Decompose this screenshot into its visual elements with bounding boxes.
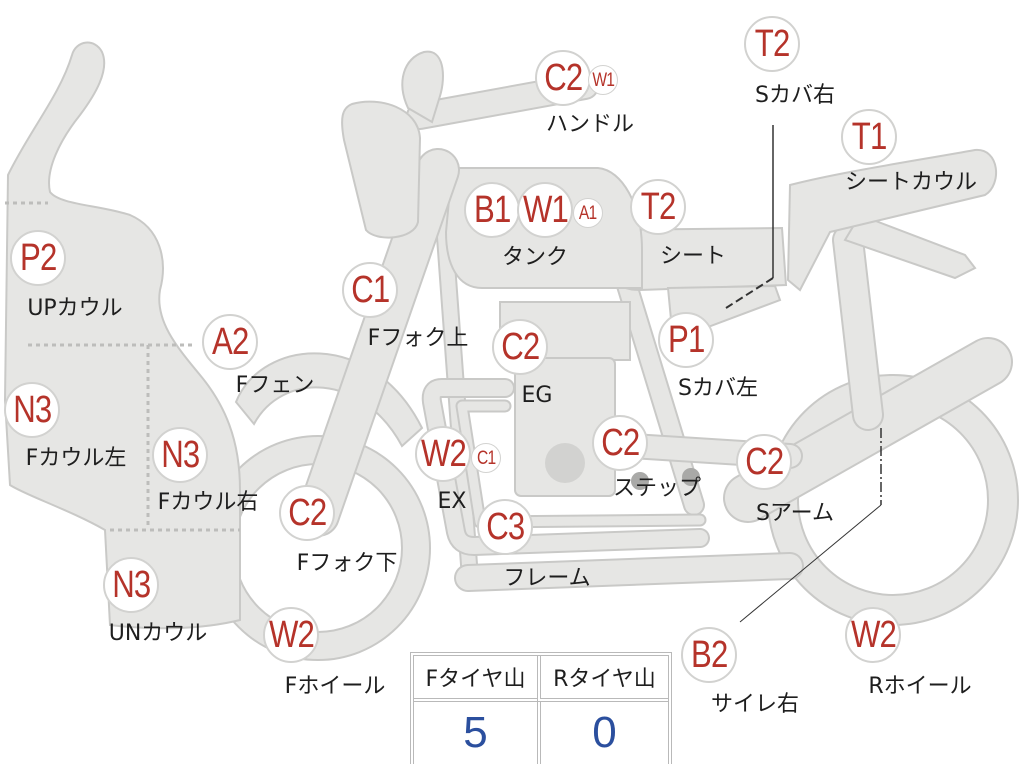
part-label: Rホイール [868,674,972,699]
tail-fender-shape [843,213,977,280]
grade-text: C3 [485,506,525,548]
footpeg-shapes [631,468,700,490]
tire-table-value-row: 5 0 [414,702,668,764]
headlight-shape [341,100,422,239]
part-label: Fフォク上 [367,326,469,351]
grade-badge: B2 [681,627,737,683]
grade-badge: T1 [841,109,897,165]
grade-badge: N3 [152,427,208,483]
grade-text: B2 [690,634,728,676]
grade-text: C2 [287,492,327,534]
grade-badge: C1 [342,262,398,318]
grade-text: N3 [111,564,151,606]
part-label: Fカウル左 [25,446,127,471]
part-label: Fホイール [284,674,386,699]
grade-badge: W2 [845,607,901,663]
frame-bottom-rail-shape [454,552,804,592]
grade-badge: T2 [744,16,800,72]
grade-badge: C2 [535,50,591,106]
grade-text: N3 [160,434,200,476]
grade-badge-small: C1 [471,443,501,473]
grade-text: W1 [522,189,568,231]
grade-text: T2 [640,186,677,228]
part-label: Fフェン [235,373,315,398]
grade-text: C2 [543,57,583,99]
part-label: ステップ [612,476,702,501]
grade-text: C2 [500,326,540,368]
grade-text: A2 [211,321,249,363]
grade-text: C2 [744,441,784,483]
tire-table-header-row: Fタイヤ山 Rタイヤ山 [414,656,668,702]
grade-badge: C2 [492,319,548,375]
part-label: Sカバ右 [755,83,835,108]
grade-text: W1 [592,69,615,91]
grade-badge: W2 [415,426,471,482]
part-label: ハンドル [545,112,635,137]
grade-text: P1 [667,319,705,361]
grade-badge: B1 [464,182,520,238]
part-label: EX [437,489,467,514]
grade-badge: T2 [630,179,686,235]
part-label: タンク [501,245,569,270]
rear-tire-header: Rタイヤ山 [536,656,668,702]
grade-badge-small: A1 [573,198,603,228]
grade-text: P2 [19,237,57,279]
part-label: シート [659,244,727,269]
grade-text: T2 [754,23,791,65]
part-label: フレーム [503,566,591,591]
grade-badge: W2 [263,607,319,663]
front-wheel-shape [205,435,431,661]
grade-badge-small: W1 [588,65,618,95]
part-label: シートカウル [844,170,978,195]
grade-badge: N3 [103,557,159,613]
grade-badge: A2 [202,314,258,370]
grade-badge: P1 [658,312,714,368]
engine-cover-circle [545,443,585,483]
leader-line-silencer-right [739,428,882,623]
grade-text: N3 [12,389,52,431]
cowl-section-dotted-lines [5,201,240,532]
grade-badge: N3 [4,382,60,438]
grade-text: T1 [851,116,888,158]
grade-text: C2 [600,422,640,464]
grade-text: W2 [850,614,896,656]
grade-badge: C2 [279,485,335,541]
front-tire-value: 5 [463,708,488,757]
grade-text: W2 [420,433,466,475]
part-label: Fカウル右 [157,490,259,515]
grade-badge: P2 [10,230,66,286]
grade-text: A1 [579,202,597,224]
grade-badge: C2 [592,415,648,471]
mirror-shape [401,50,444,124]
part-label: サイレ右 [710,692,800,717]
tire-tread-table: Fタイヤ山 Rタイヤ山 5 0 [410,652,672,764]
seat-cowl-shape [786,148,998,292]
grade-badge: C2 [736,434,792,490]
part-label: Sアーム [756,501,834,526]
part-label: EG [521,383,553,408]
front-fork-shape [296,148,460,537]
grade-text: C1 [476,447,496,469]
grade-text: W2 [268,614,314,656]
part-label: Fフォク下 [296,551,398,576]
grade-badge: C3 [477,499,533,555]
rear-shock-shape [832,224,884,431]
part-label: Sカバ左 [678,376,758,401]
grade-badge: W1 [517,182,573,238]
rear-tire-value: 0 [536,702,668,764]
part-label: UNカウル [108,621,208,646]
front-tire-header: Fタイヤ山 [414,656,537,702]
grade-text: C1 [350,269,390,311]
part-label: UPカウル [27,296,123,321]
grade-text: B1 [473,189,511,231]
leader-line-side-cover-right [725,125,774,309]
